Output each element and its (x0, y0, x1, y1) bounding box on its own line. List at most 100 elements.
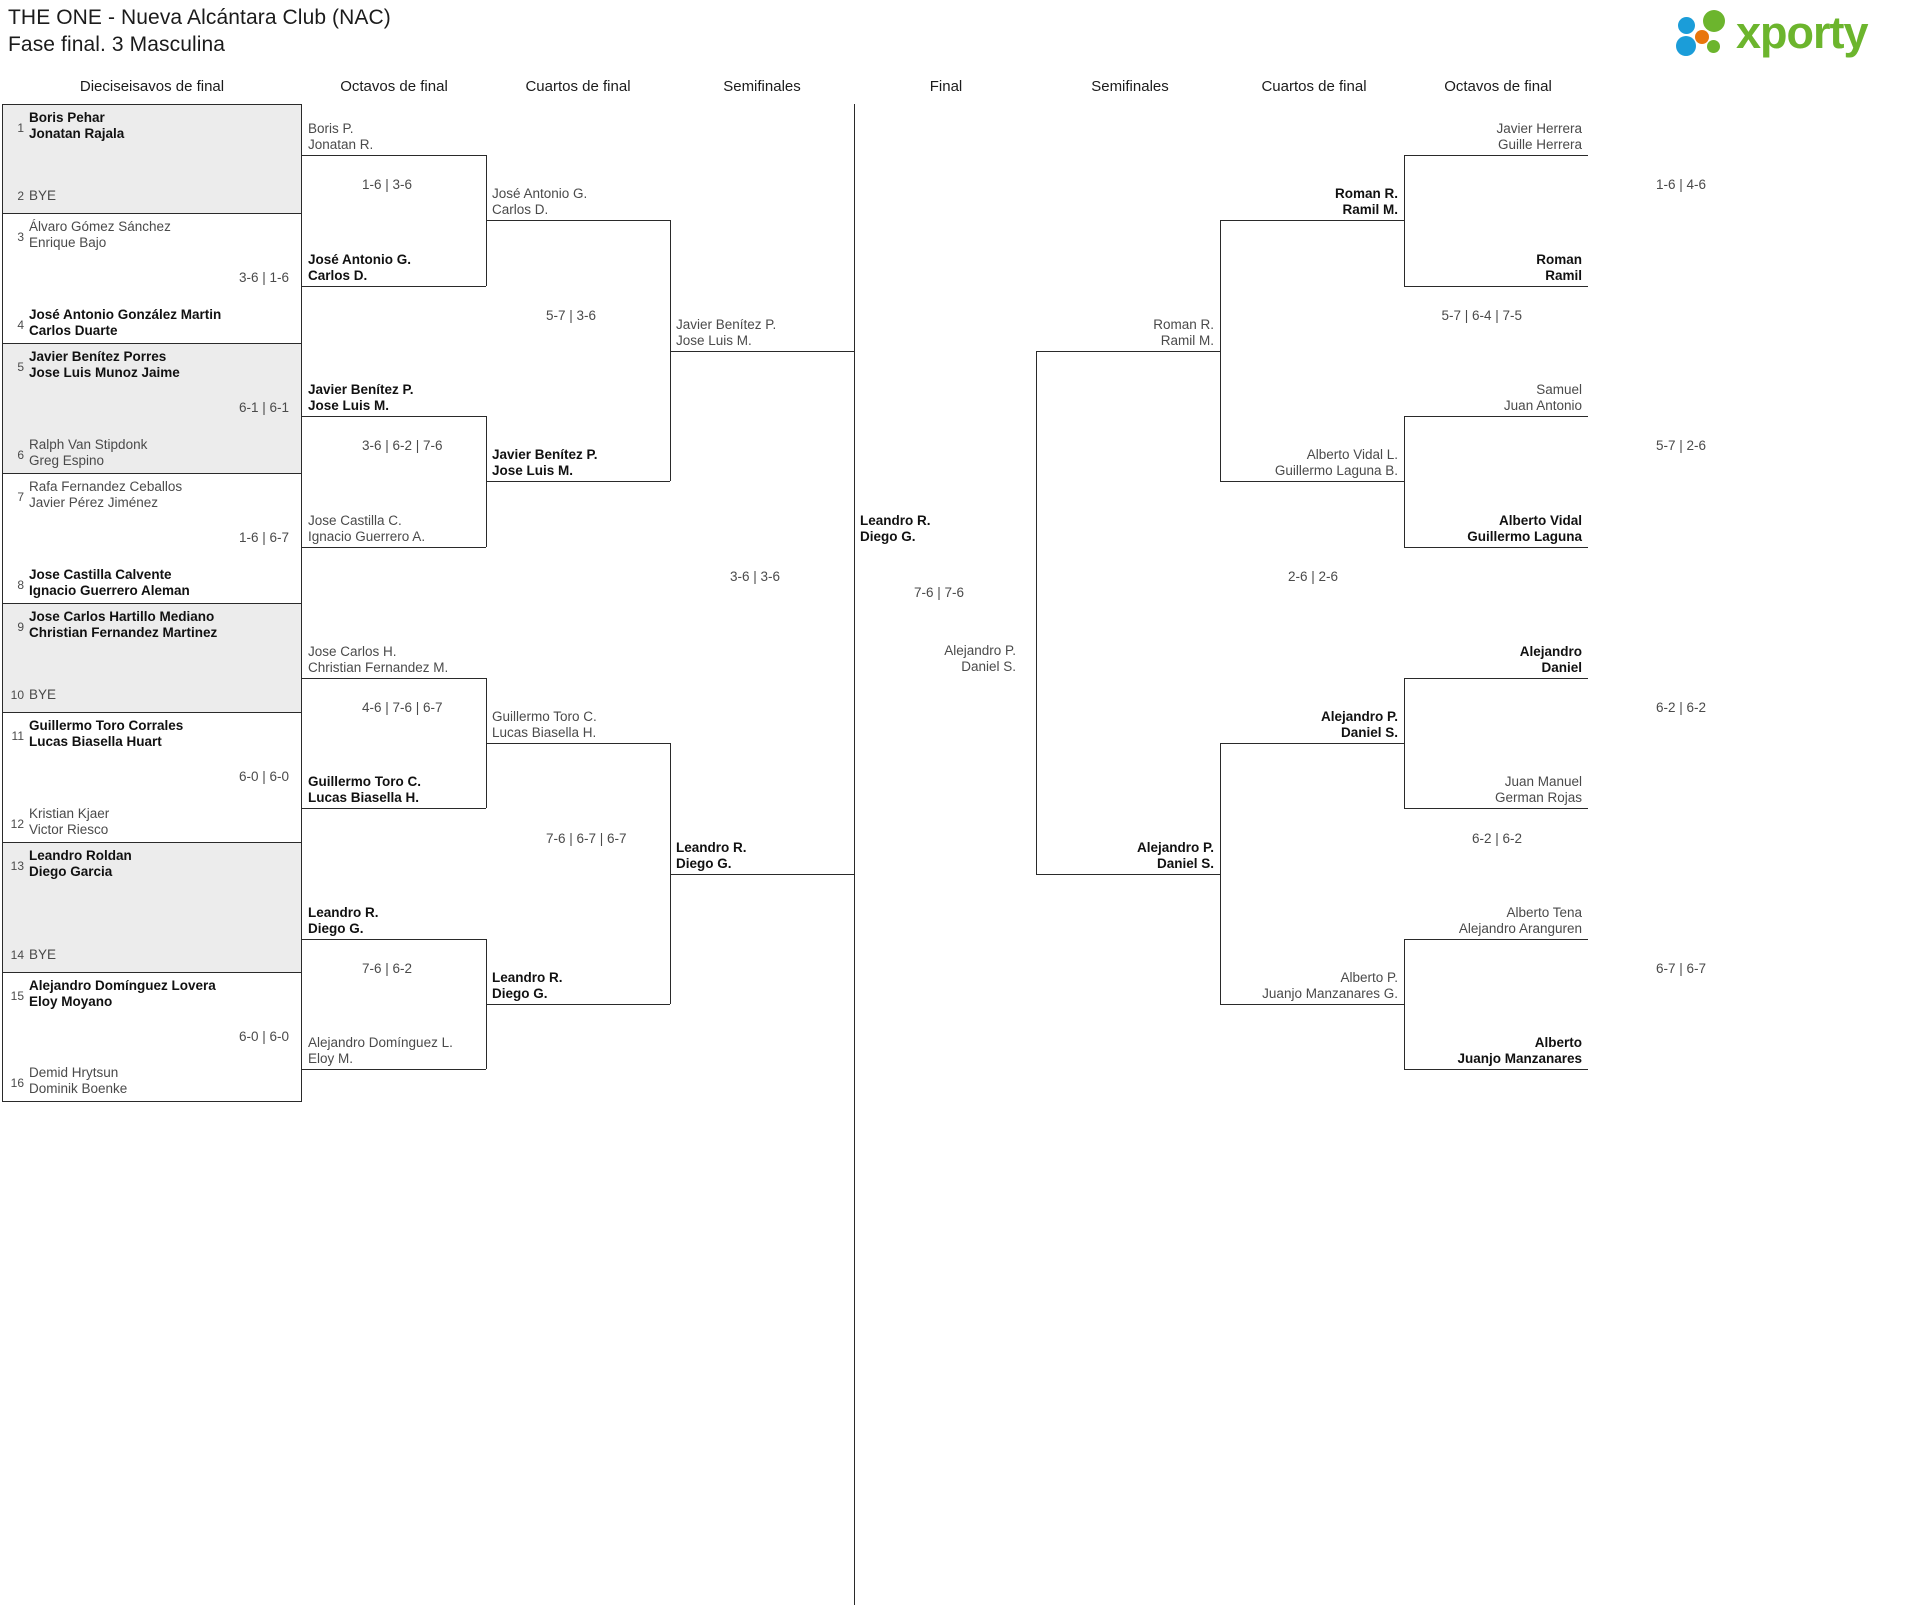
bracket-connector-horizontal (1036, 874, 1220, 875)
bracket-connector-vertical (1404, 416, 1405, 547)
match-competitor-label[interactable]: Javier Benítez P.Jose Luis M. (676, 317, 777, 348)
bracket-connector-vertical (1404, 155, 1405, 286)
bye-label: BYE (29, 687, 57, 702)
match-competitor-label[interactable]: Jose Carlos H.Christian Fernandez M. (308, 644, 449, 675)
competitor-row[interactable]: 10 BYE (3, 682, 301, 702)
match-competitor-label[interactable]: Leandro R.Diego G. (860, 513, 931, 544)
round-header-final: Final (929, 78, 963, 95)
match-competitor-label[interactable]: Jose Castilla C.Ignacio Guerrero A. (308, 513, 426, 544)
match-score: 6-2 | 6-2 (1655, 700, 1706, 715)
match-competitor-label[interactable]: Javier Benítez P.Jose Luis M. (492, 447, 598, 478)
bracket-connector-horizontal (1404, 416, 1588, 417)
match-score: 6-7 | 6-7 (1655, 961, 1706, 976)
round-header-left-r32: Dieciseisavos de final (79, 78, 225, 95)
bracket-connector-horizontal (670, 351, 854, 352)
match-competitor-label[interactable]: Roman R.Ramil M. (1153, 317, 1214, 348)
bye-label: BYE (29, 188, 57, 203)
match-score: 7-6 | 6-2 (362, 961, 413, 976)
match-competitor-label[interactable]: José Antonio G.Carlos D. (492, 186, 588, 217)
match-score: 5-7 | 6-4 | 7-5 (1441, 308, 1522, 323)
seed-number: 14 (10, 947, 24, 962)
match-score: 7-6 | 6-7 | 6-7 (546, 831, 627, 846)
bracket-connector-vertical (1036, 351, 1037, 874)
bracket-connector-horizontal (302, 678, 486, 679)
bracket-connector-horizontal (1220, 743, 1404, 744)
bye-label: BYE (29, 947, 57, 962)
competitor-row[interactable]: 14 BYE (3, 942, 301, 962)
xporty-logo: xporty (1676, 6, 1910, 58)
seed-number: 6 (17, 448, 24, 462)
match-competitor-label[interactable]: Alejandro P.Daniel S. (944, 643, 1016, 674)
match-competitor-label[interactable]: Javier Benítez P.Jose Luis M. (308, 382, 414, 413)
match-competitor-label[interactable]: Roman R.Ramil M. (1334, 186, 1398, 217)
round-header-left-r16: Octavos de final (340, 78, 448, 95)
page-title: THE ONE - Nueva Alcántara Club (NAC) Fas… (8, 4, 391, 58)
match-competitor-label[interactable]: Leandro R.Diego G. (308, 905, 379, 936)
match-competitor-label[interactable]: Alejandro Domínguez L.Eloy M. (308, 1035, 453, 1066)
round-header-right-r16: Octavos de final (1444, 78, 1552, 95)
seed-number: 9 (17, 620, 24, 634)
final-center-divider (854, 104, 855, 1605)
match-competitor-label[interactable]: Alejandro P.Daniel S. (1320, 709, 1398, 740)
round-header-left-qf: Cuartos de final (525, 78, 631, 95)
match-score: 3-6 | 3-6 (730, 569, 781, 584)
match-competitor-label[interactable]: Guillermo Toro C.Lucas Biasella H. (308, 774, 422, 805)
match-competitor-label[interactable]: Alejandro P.Daniel S. (1136, 840, 1214, 871)
match-score: 1-6 | 4-6 (1655, 177, 1706, 192)
seed-number: 13 (10, 859, 24, 873)
logo-wordmark: xporty (1736, 6, 1869, 58)
match-competitor-label[interactable]: Leandro R.Diego G. (492, 970, 563, 1001)
match-competitor-label[interactable]: José Antonio G.Carlos D. (308, 252, 412, 283)
bracket-connector-horizontal (302, 1069, 486, 1070)
bracket-connector-vertical (1404, 939, 1405, 1069)
seed-number: 10 (10, 687, 24, 702)
match-competitor-label[interactable]: Alberto Vidal L.Guillermo Laguna B. (1274, 447, 1398, 478)
match-competitor-label[interactable]: Boris P.Jonatan R. (308, 121, 374, 152)
bracket-connector-horizontal (486, 481, 670, 482)
bracket-connector-vertical (1220, 743, 1221, 1004)
match-competitor-label[interactable]: Guillermo Toro C.Lucas Biasella H. (492, 709, 597, 740)
bracket-connector-horizontal (1404, 547, 1588, 548)
bracket-connector-horizontal (1404, 808, 1588, 809)
bracket-connector-horizontal (302, 416, 486, 417)
match-competitor-label[interactable]: Alberto P.Juanjo Manzanares G. (1262, 970, 1398, 1001)
bracket-connector-horizontal (302, 155, 486, 156)
seed-number: 1 (17, 121, 24, 135)
logo-dots-icon (1676, 9, 1734, 56)
match-competitor-label[interactable]: Leandro R.Diego G. (676, 840, 747, 871)
